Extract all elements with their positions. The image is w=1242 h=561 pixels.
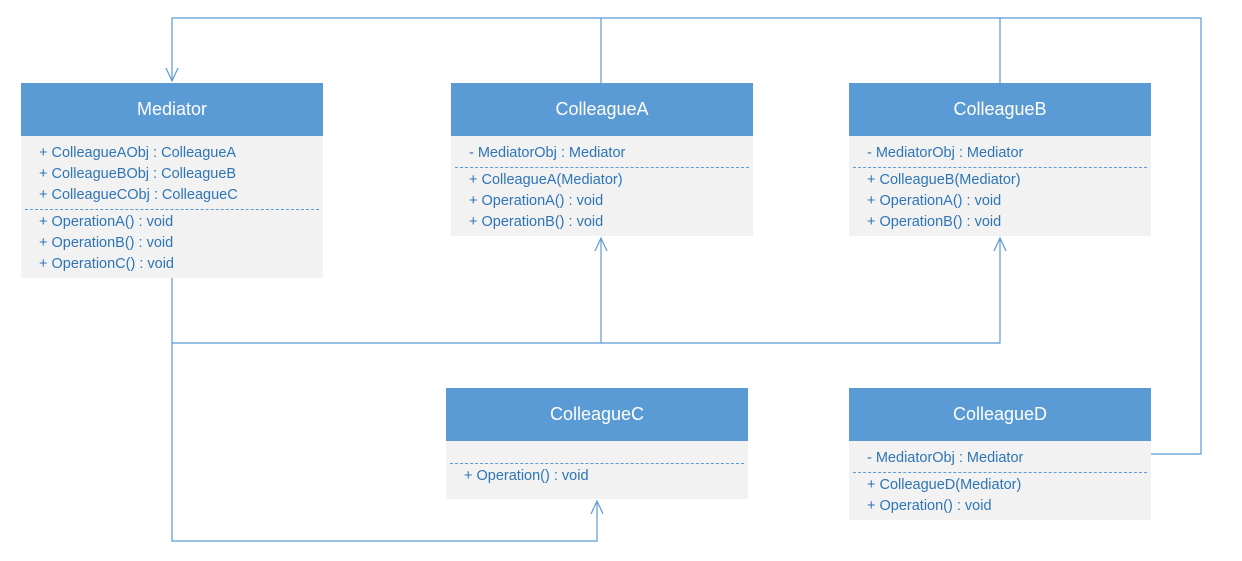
class-mediator[interactable]: Mediator + ColleagueAObj : ColleagueA+ C… (21, 83, 323, 278)
operation-line: + Operation() : void (464, 468, 589, 484)
class-name: Mediator (21, 83, 323, 136)
operation-list: + ColleagueD(Mediator) + Operation() : vo… (849, 473, 1151, 520)
connector-mediator-to-colleagueb (601, 239, 1001, 344)
section-divider (450, 463, 744, 464)
attribute-list: + ColleagueAObj : ColleagueA + ColleagueB… (21, 136, 323, 209)
connector-mediator-to-colleaguec (171, 343, 598, 542)
section-divider (455, 167, 749, 168)
section-divider (853, 472, 1147, 473)
class-colleague-c[interactable]: ColleagueC + Operation() : void (446, 388, 748, 499)
attribute-line: + ColleagueBObj : ColleagueB (39, 166, 237, 182)
attribute-list: - MediatorObj : Mediator (451, 136, 753, 167)
attribute-list: - MediatorObj : Mediator (849, 441, 1151, 472)
arrowhead-colleaguea (594, 236, 608, 252)
class-colleague-d[interactable]: ColleagueD - MediatorObj : Mediator + Co… (849, 388, 1151, 520)
attribute-line: + ColleagueCObj : ColleagueC (39, 187, 238, 203)
attribute-line: - MediatorObj : Mediator (867, 145, 1024, 161)
operation-line: + OperationB() : void (39, 235, 174, 251)
operation-line: + OperationB() : void (469, 214, 604, 230)
attribute-line: + ColleagueAObj : ColleagueA (39, 145, 237, 161)
class-colleague-b[interactable]: ColleagueB - MediatorObj : Mediator + Co… (849, 83, 1151, 236)
operation-list: + Operation() : void (446, 464, 748, 490)
operation-list: + OperationA() : void + OperationB() : vo… (21, 210, 323, 278)
operation-line: + OperationB() : void (867, 214, 1002, 230)
section-divider (25, 209, 319, 210)
class-name: ColleagueB (849, 83, 1151, 136)
connector-colleagued-to-top-line (1000, 17, 1202, 455)
operation-line: + ColleagueA(Mediator) (469, 172, 623, 188)
section-divider (853, 167, 1147, 168)
class-name: ColleagueA (451, 83, 753, 136)
operation-line: + ColleagueD(Mediator) (867, 477, 1022, 493)
operation-line: + OperationA() : void (469, 193, 604, 209)
attribute-list (446, 441, 748, 463)
arrowhead-mediator (165, 67, 179, 83)
connector-colleagueb-to-top-line (601, 17, 1001, 83)
attribute-list: - MediatorObj : Mediator (849, 136, 1151, 167)
connector-colleaguea-to-mediator (171, 17, 602, 83)
operation-list: + ColleagueB(Mediator) + OperationA() : v… (849, 168, 1151, 236)
operation-line: + OperationA() : void (867, 193, 1002, 209)
attribute-line: - MediatorObj : Mediator (469, 145, 626, 161)
operation-line: + OperationC() : void (39, 256, 174, 272)
connector-mediator-to-colleaguea (171, 239, 602, 344)
class-name: ColleagueD (849, 388, 1151, 441)
operation-line: + ColleagueB(Mediator) (867, 172, 1021, 188)
class-name: ColleagueC (446, 388, 748, 441)
class-colleague-a[interactable]: ColleagueA - MediatorObj : Mediator + Co… (451, 83, 753, 236)
attribute-line: - MediatorObj : Mediator (867, 450, 1024, 466)
operation-list: + ColleagueA(Mediator) + OperationA() : v… (451, 168, 753, 236)
operation-line: + Operation() : void (867, 498, 992, 514)
operation-line: + OperationA() : void (39, 214, 174, 230)
arrowhead-colleaguec (590, 499, 604, 515)
arrowhead-colleagueb (993, 236, 1007, 252)
